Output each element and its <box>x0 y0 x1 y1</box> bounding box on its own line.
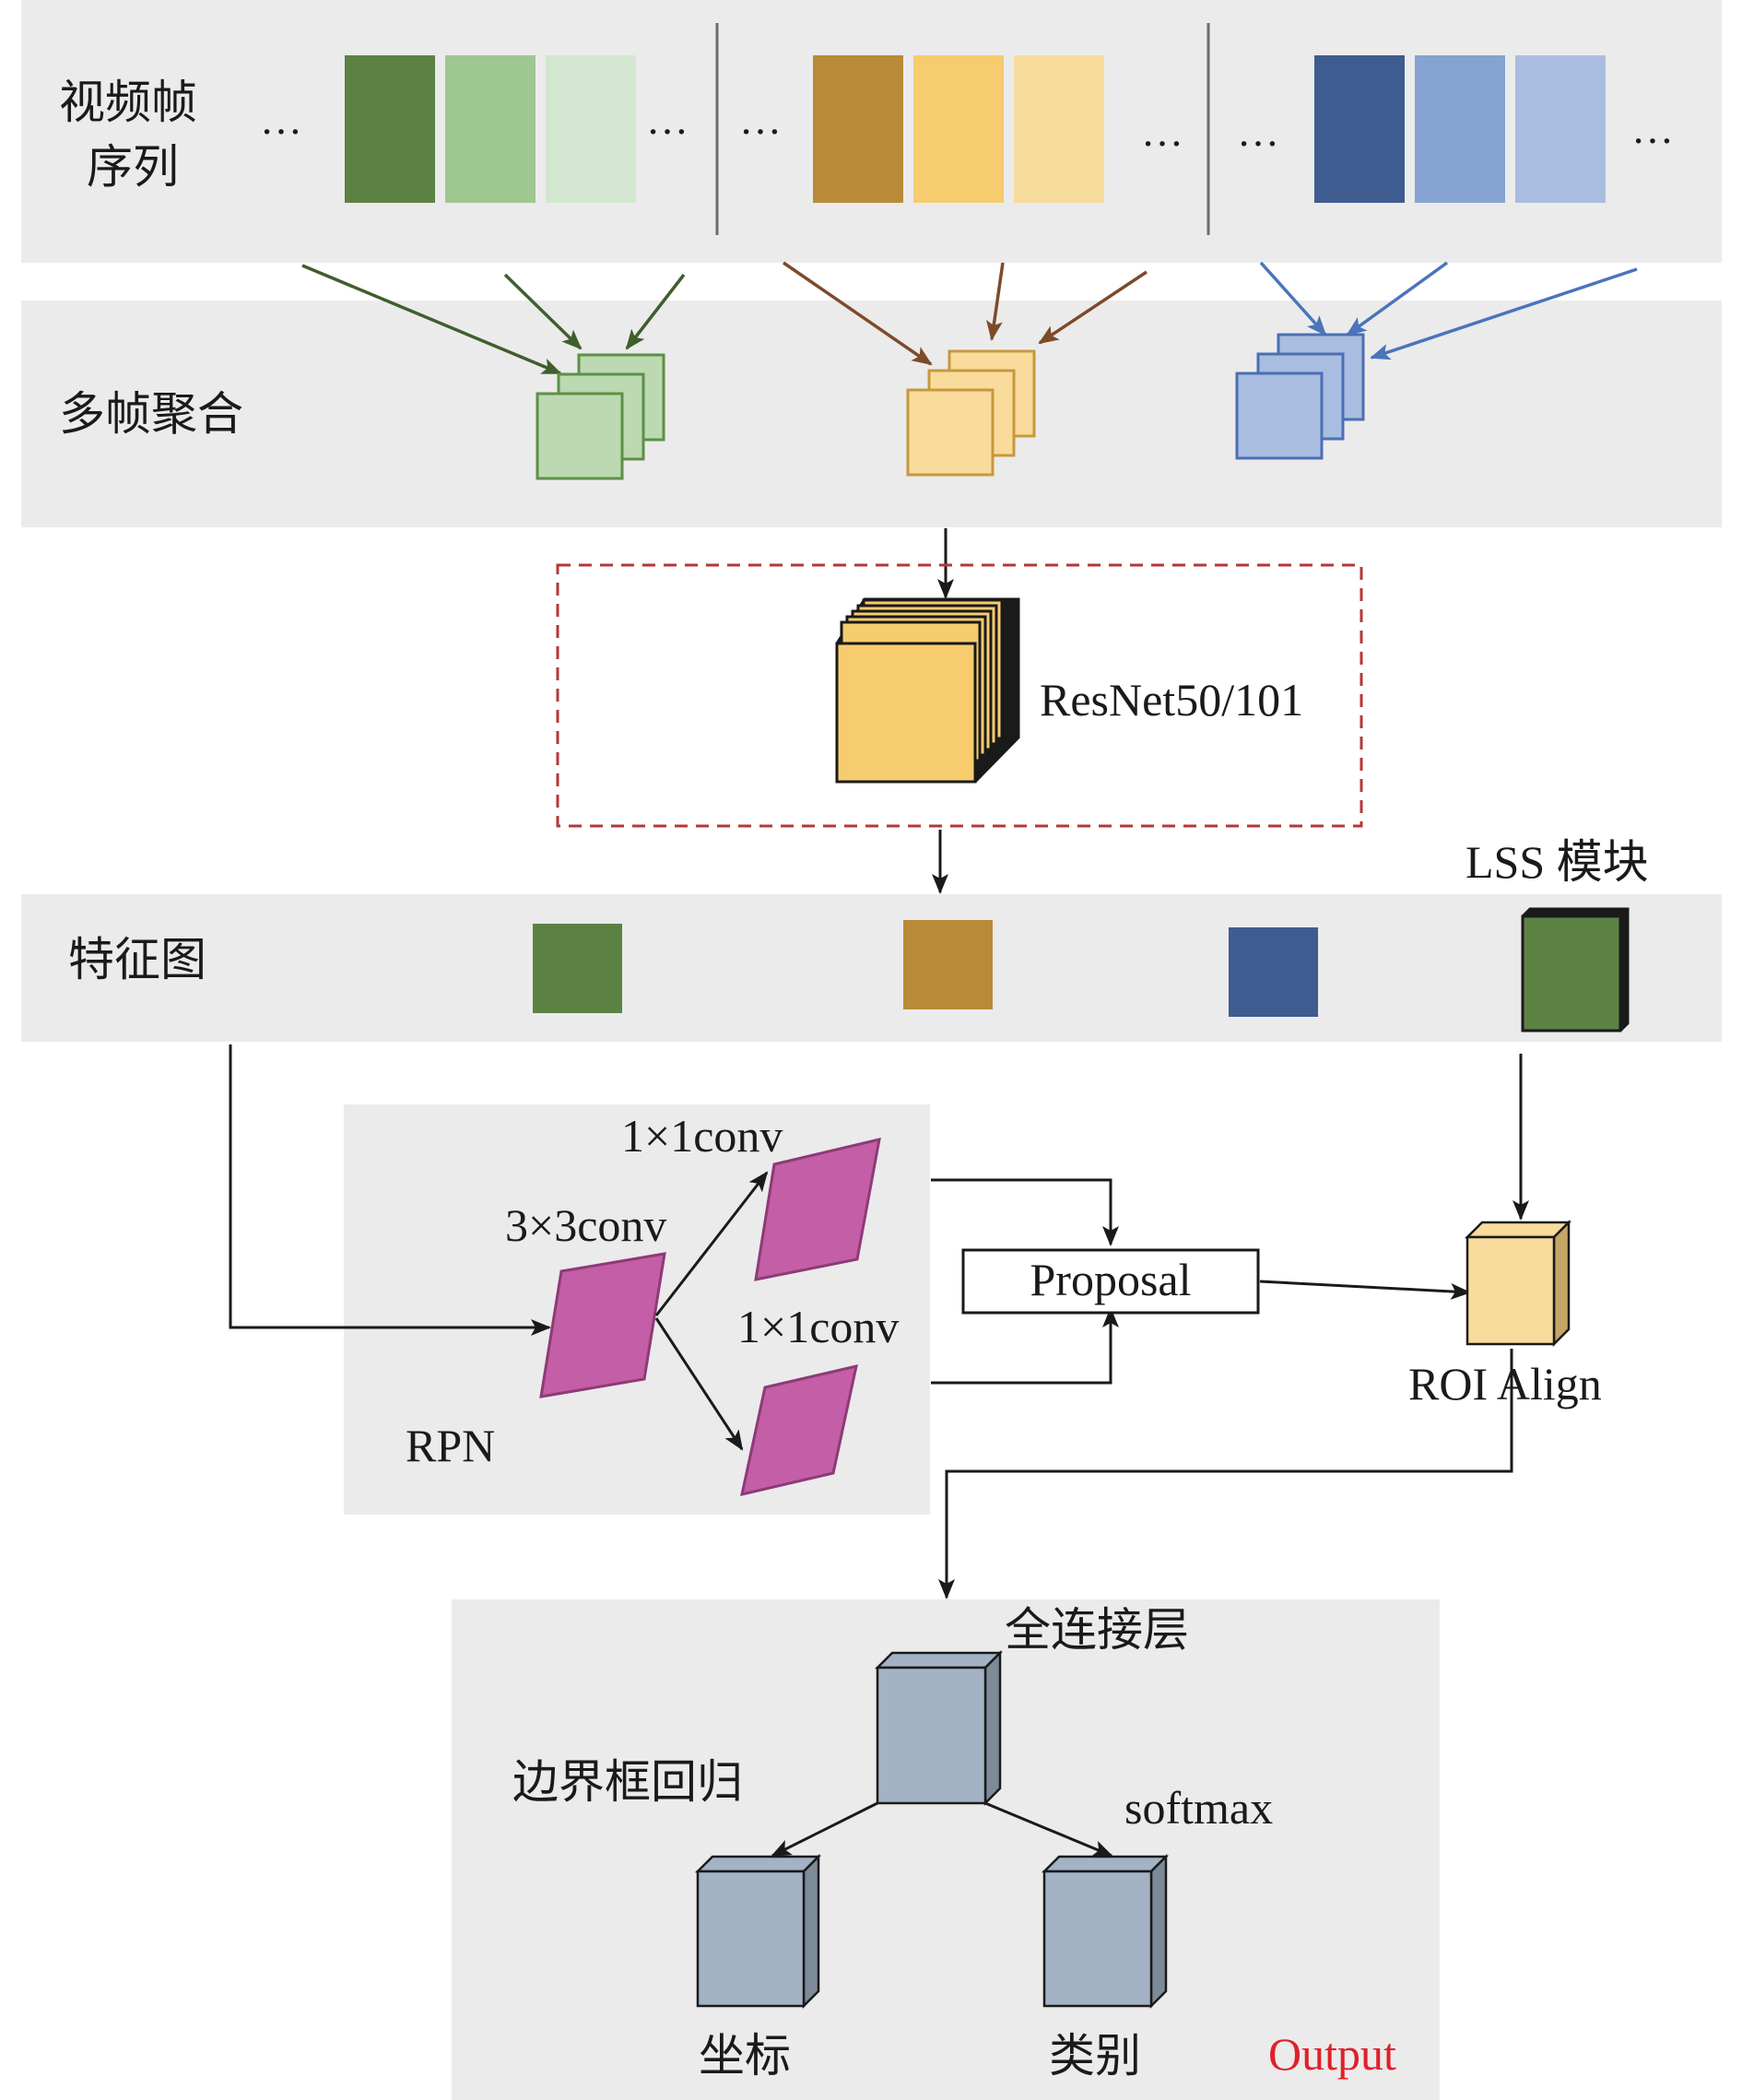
bbox-regression-label: 边界框回归 <box>512 1755 743 1809</box>
proposal-label: Proposal <box>1030 1254 1192 1305</box>
frame-gold-mid <box>913 55 1004 203</box>
bottom-conv-to-proposal <box>931 1307 1119 1385</box>
arrow-3x3-to-bottom <box>654 1317 744 1451</box>
lss-module-label: LSS 模块 <box>1465 836 1649 888</box>
lss-module-block <box>1521 907 1630 1032</box>
conv-3x3-label: 3×3conv <box>505 1199 666 1251</box>
proposal-to-roi-arrow <box>1259 1280 1471 1300</box>
fc-to-coordinates-arrow <box>771 1801 878 1858</box>
frame-sequence-label-line2: 序列 <box>87 140 179 194</box>
frame-blue-dark <box>1314 55 1405 203</box>
ellipsis-start-green: … <box>260 96 306 143</box>
aggregation-arrows-green <box>301 264 686 375</box>
ellipsis-start-gold: … <box>739 96 785 143</box>
fully-connected-label: 全连接层 <box>1005 1603 1189 1657</box>
conv-1x1-bottom-label: 1×1conv <box>737 1301 899 1352</box>
backbone-dashed-box <box>556 563 1363 828</box>
ellipsis-end-green: … <box>646 96 692 143</box>
feature-map-gold <box>903 920 993 1009</box>
frame-green-mid <box>445 55 536 203</box>
conv-1x1-bottom-block <box>740 1364 858 1496</box>
resnet-block <box>835 597 1020 784</box>
aggregated-stack-gold <box>906 349 1036 477</box>
conv-3x3-block <box>539 1252 666 1398</box>
top-conv-to-proposal <box>931 1178 1119 1246</box>
coordinates-label: 坐标 <box>699 2029 791 2082</box>
frame-green-dark <box>345 55 435 203</box>
arrow-3x3-to-top <box>654 1171 769 1316</box>
conv-1x1-top-label: 1×1conv <box>621 1110 783 1162</box>
fully-connected-block <box>874 1649 1004 1807</box>
frame-gold-dark <box>813 55 903 203</box>
backbone-label: ResNet50/101 <box>1040 674 1303 726</box>
feature-map-blue <box>1229 927 1318 1017</box>
feature-map-panel <box>21 894 1722 1042</box>
roi-align-block <box>1464 1219 1572 1348</box>
ellipsis-end-blue: … <box>1631 105 1677 152</box>
frame-blue-mid <box>1415 55 1505 203</box>
aggregation-arrows-brown <box>783 261 1148 366</box>
softmax-label: softmax <box>1124 1782 1273 1834</box>
fc-to-category-arrow <box>984 1801 1113 1858</box>
aggregated-stack-blue <box>1235 333 1365 460</box>
frame-blue-light <box>1515 55 1606 203</box>
roi-align-label: ROI Align <box>1408 1358 1602 1410</box>
conv-1x1-top-block <box>754 1138 881 1281</box>
feature-map-green <box>533 924 622 1013</box>
aggregated-stack-green <box>536 353 665 480</box>
ellipsis-start-blue: … <box>1237 108 1283 155</box>
coordinates-output-block <box>694 1853 822 2010</box>
roi-to-head-connector <box>938 1349 1513 1599</box>
frame-green-light <box>546 55 636 203</box>
rpn-label: RPN <box>406 1420 495 1471</box>
multi-frame-aggregation-label: 多帧聚合 <box>59 387 243 441</box>
feature-map-label: 特征图 <box>68 933 206 986</box>
proposal-box <box>961 1248 1260 1315</box>
aggregation-panel <box>21 301 1722 527</box>
category-output-block <box>1041 1853 1170 2010</box>
aggregation-arrows-blue <box>1259 261 1638 360</box>
output-label: Output <box>1268 2028 1396 2080</box>
ellipsis-end-gold: … <box>1141 108 1187 155</box>
frame-sequence-label-line1: 视频帧 <box>59 76 197 129</box>
category-label: 类别 <box>1049 2029 1141 2082</box>
frame-gold-light <box>1014 55 1104 203</box>
feature-to-rpn-connector <box>229 1044 551 1336</box>
